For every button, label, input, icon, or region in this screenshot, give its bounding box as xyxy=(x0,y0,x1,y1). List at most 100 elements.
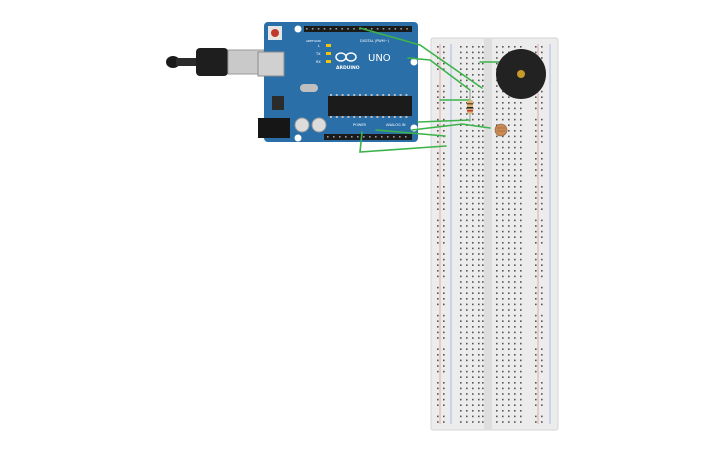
breadboard-hole xyxy=(520,242,522,244)
breadboard-hole xyxy=(443,370,445,373)
breadboard-hole xyxy=(443,359,445,362)
breadboard-hole xyxy=(437,186,439,188)
wire-analog-to-photoresistor[interactable] xyxy=(411,123,491,131)
breadboard-hole xyxy=(514,236,516,238)
breadboard-hole xyxy=(466,236,468,238)
breadboard-hole xyxy=(535,202,537,205)
breadboard-hole xyxy=(472,191,474,194)
breadboard-hole xyxy=(520,197,522,199)
piezo-buzzer-icon[interactable] xyxy=(496,49,546,99)
breadboard-hole xyxy=(508,387,510,390)
power-jack xyxy=(258,118,290,138)
breadboard-hole xyxy=(514,169,516,171)
digital-header[interactable] xyxy=(304,26,412,32)
breadboard-hole xyxy=(478,376,480,378)
breadboard-hole xyxy=(508,281,510,283)
breadboard-hole xyxy=(535,197,537,199)
breadboard-hole xyxy=(496,387,498,390)
breadboard-hole xyxy=(443,208,445,210)
resistor-icon[interactable] xyxy=(467,90,473,122)
breadboard-hole xyxy=(472,370,474,373)
reset-button-cap[interactable] xyxy=(271,29,279,37)
breadboard-hole xyxy=(496,242,498,244)
breadboard-hole xyxy=(482,68,484,70)
breadboard-hole xyxy=(514,354,516,356)
breadboard-hole xyxy=(535,370,537,373)
breadboard-hole xyxy=(466,90,468,93)
breadboard-hole xyxy=(535,225,537,227)
breadboard-hole xyxy=(482,163,484,166)
wire-gnd-rail[interactable] xyxy=(359,131,447,153)
breadboard-hole xyxy=(478,365,480,367)
breadboard-hole xyxy=(541,191,543,194)
breadboard-hole xyxy=(502,365,504,367)
breadboard-hole xyxy=(478,135,480,138)
wire-digital-to-resistor[interactable] xyxy=(407,57,471,91)
breadboard-hole xyxy=(437,130,439,132)
breadboard-hole xyxy=(472,163,474,166)
breadboard-hole xyxy=(535,191,537,194)
breadboard-hole xyxy=(535,326,537,328)
breadboard-hole xyxy=(443,230,445,233)
breadboard-hole xyxy=(508,314,510,317)
header-pin xyxy=(323,28,326,30)
breadboard-hole xyxy=(460,130,462,132)
breadboard-hole xyxy=(502,393,504,395)
breadboard-hole xyxy=(466,85,468,87)
wire-digital-to-buzzer[interactable] xyxy=(359,27,483,89)
power-analog-header[interactable] xyxy=(324,134,412,140)
breadboard-hole xyxy=(472,46,474,48)
breadboard-hole xyxy=(478,74,480,76)
breadboard-hole xyxy=(478,68,480,70)
breadboard-hole xyxy=(520,298,522,300)
wire-5v[interactable] xyxy=(417,119,471,123)
breadboard-hole xyxy=(472,320,474,322)
breadboard-hole xyxy=(460,393,462,395)
chip-pin xyxy=(347,94,350,96)
breadboard[interactable] xyxy=(430,37,559,431)
photoresistor-icon[interactable] xyxy=(494,123,508,137)
breadboard-hole xyxy=(520,225,522,227)
breadboard-hole xyxy=(508,404,510,406)
breadboard-hole xyxy=(472,152,474,154)
breadboard-hole xyxy=(443,141,445,143)
breadboard-hole xyxy=(514,387,516,390)
breadboard-hole xyxy=(478,174,480,177)
breadboard-hole xyxy=(437,225,439,227)
breadboard-hole xyxy=(443,348,445,350)
breadboard-hole xyxy=(508,258,510,261)
breadboard-hole xyxy=(478,62,480,65)
breadboard-hole xyxy=(496,253,498,255)
breadboard-hole xyxy=(478,79,480,82)
chip-pin xyxy=(359,94,361,96)
breadboard-hole xyxy=(466,264,468,266)
usb-cable-icon[interactable] xyxy=(166,48,265,76)
breadboard-hole xyxy=(508,141,510,143)
breadboard-hole xyxy=(520,191,522,194)
breadboard-hole xyxy=(460,141,462,143)
breadboard-hole xyxy=(508,309,510,311)
breadboard-hole xyxy=(514,107,516,110)
breadboard-hole xyxy=(478,102,480,104)
breadboard-hole xyxy=(482,365,484,367)
breadboard-hole xyxy=(437,359,439,362)
breadboard-hole xyxy=(443,415,445,418)
chip-pin xyxy=(330,116,332,118)
breadboard-hole xyxy=(443,85,445,87)
header-pin xyxy=(381,136,383,138)
breadboard-hole xyxy=(520,219,522,222)
wire-gnd[interactable] xyxy=(375,129,446,137)
breadboard-hole xyxy=(478,247,480,250)
breadboard-hole xyxy=(496,202,498,205)
breadboard-hole xyxy=(502,258,504,261)
arduino-uno-board[interactable]: L TX RX ARDUINO UNO DIGITAL (PWM~) AREF … xyxy=(257,22,418,142)
breadboard-hole xyxy=(466,365,468,367)
voltage-regulator xyxy=(272,96,284,110)
breadboard-hole xyxy=(508,225,510,227)
breadboard-hole xyxy=(520,415,522,418)
breadboard-hole xyxy=(466,292,468,294)
breadboard-hole xyxy=(496,410,498,412)
breadboard-hole xyxy=(482,141,484,143)
breadboard-hole xyxy=(482,342,484,345)
breadboard-hole xyxy=(482,337,484,339)
